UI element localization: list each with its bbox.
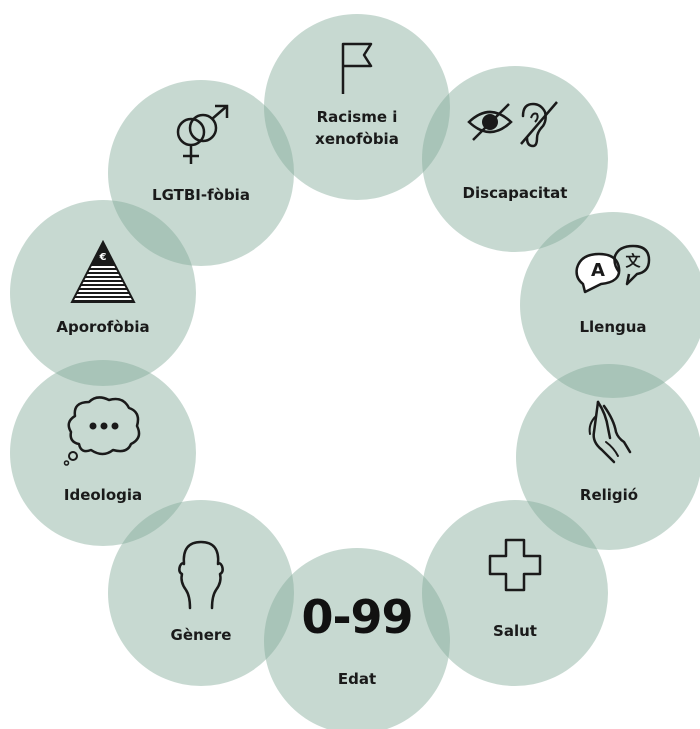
translate-icon: A 文 (573, 244, 653, 296)
svg-text:A: A (591, 260, 605, 281)
node-salut: Salut (422, 500, 608, 686)
age-range-value: 0-99 (301, 590, 413, 644)
pyramid-icon: € (70, 240, 136, 304)
node-label: Religió (579, 486, 639, 504)
node-genere: Gènere (108, 500, 294, 686)
node-label: Llengua (579, 318, 647, 336)
flag-icon (337, 40, 377, 96)
disability-icon (465, 100, 565, 150)
node-label: Aporofòbia (56, 318, 150, 336)
node-racisme: Racisme i xenofòbia (264, 14, 450, 200)
head-icon (176, 538, 226, 610)
node-llengua: A 文 Llengua (520, 212, 700, 398)
node-label: Discapacitat (462, 184, 568, 202)
node-edat: 0-99 Edat (264, 548, 450, 729)
node-discapacitat: Discapacitat (422, 66, 608, 252)
node-aporofobia: € Aporofòbia (10, 200, 196, 386)
node-label: Edat (337, 670, 377, 688)
node-label: Salut (493, 622, 537, 640)
node-lgtbi: LGTBI-fòbia (108, 80, 294, 266)
svg-text:文: 文 (625, 252, 641, 270)
node-label: Gènere (170, 626, 232, 644)
thought-bubble-icon (63, 392, 143, 466)
node-label: LGTBI-fòbia (152, 186, 250, 204)
node-ideologia: Ideologia (10, 360, 196, 546)
node-label: Racisme i xenofòbia (315, 108, 399, 148)
praying-hands-icon (584, 398, 634, 464)
node-religio: Religió (516, 364, 700, 550)
cross-icon (486, 536, 544, 594)
gender-symbols-icon (169, 102, 233, 168)
euro-symbol: € (99, 252, 107, 263)
node-label: Ideologia (63, 486, 143, 504)
